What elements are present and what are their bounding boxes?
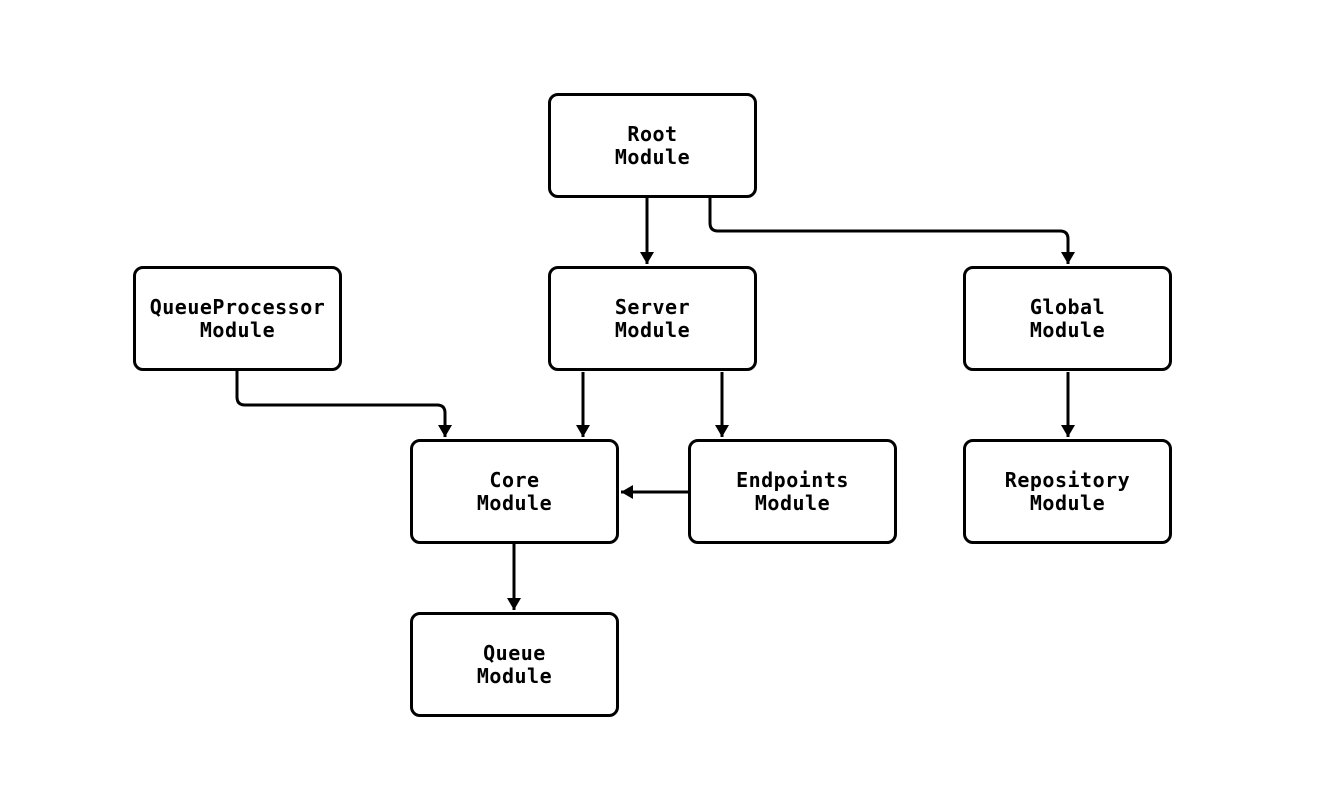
node-core-module: Core Module xyxy=(410,439,619,544)
node-queueprocessor-module: QueueProcessor Module xyxy=(133,266,342,371)
node-label: Queue Module xyxy=(476,640,553,688)
node-server-module: Server Module xyxy=(548,266,757,371)
node-label: Core Module xyxy=(476,467,553,515)
node-global-module: Global Module xyxy=(963,266,1172,371)
node-endpoints-module: Endpoints Module xyxy=(688,439,897,544)
edge-root-to-global xyxy=(708,198,1075,264)
node-queue-module: Queue Module xyxy=(410,612,619,717)
node-label: Global Module xyxy=(1029,294,1106,342)
node-label: Repository Module xyxy=(1004,467,1131,515)
node-label: QueueProcessor Module xyxy=(149,294,326,342)
node-label: Endpoints Module xyxy=(736,467,849,515)
node-label: Root Module xyxy=(614,121,691,169)
node-root-module: Root Module xyxy=(548,93,757,198)
node-label: Server Module xyxy=(614,294,691,342)
edge-queueprocessor-to-core xyxy=(235,371,452,437)
node-repository-module: Repository Module xyxy=(963,439,1172,544)
